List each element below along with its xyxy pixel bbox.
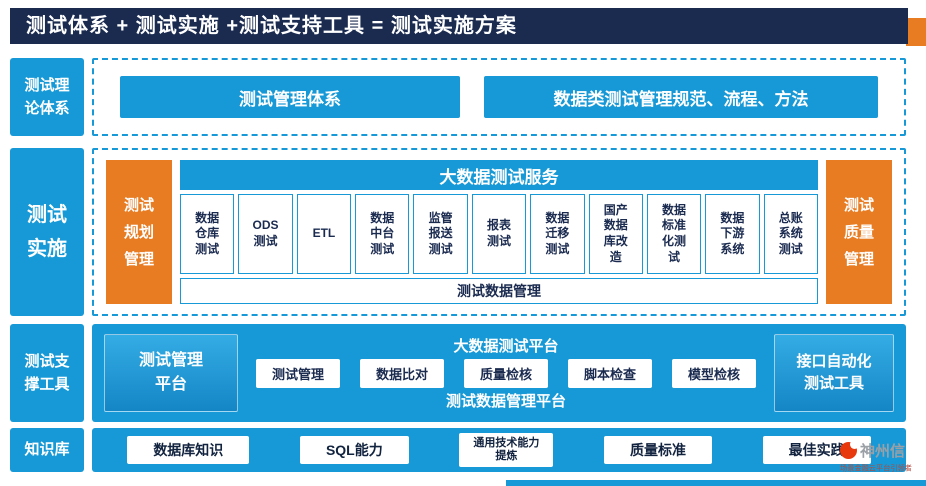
api-automation-tools-box: 接口自动化 测试工具 [774,334,894,412]
service-cell: 国产 数据 库改 造 [588,194,643,274]
test-management-platform-box: 测试管理 平台 [104,334,238,412]
service-cells: 数据 仓库 测试 ODS 测试 ETL 数据 中台 测试 监管 报送 测试 报表… [180,194,818,274]
big-data-test-services: 大数据测试服务 数据 仓库 测试 ODS 测试 ETL 数据 中台 测试 监管 … [180,160,818,304]
service-cell: 数据 迁移 测试 [530,194,585,274]
sidebar-label-theory: 测试理 论体系 [10,58,84,136]
banner-title: 测试体系 + 测试实施 +测试支持工具 = 测试实施方案 [10,8,908,44]
service-cell: ODS 测试 [238,194,293,274]
knowledge-item: 质量标准 [604,435,713,465]
sidebar-label-implementation: 测试 实施 [10,148,84,316]
vendor-slogan: 场景金融云平台引领者 [840,464,912,473]
service-cell: 监管 报送 测试 [413,194,468,274]
test-data-management-platform-header: 测试数据管理平台 [445,393,566,410]
platform-section: 测试管理 平台 大数据测试平台 测试管理 数据比对 质量检核 脚本检查 模型检核… [92,324,906,422]
vendor-logo: 神州信 场景金融云平台引领者 [840,440,926,474]
test-management-system-box: 测试管理体系 [120,76,460,118]
vendor-logo-text: 神州信 [860,443,906,460]
knowledge-item: 数据库知识 [127,435,250,465]
platform-tool: 质量检核 [463,358,548,388]
service-cell: 总账 系统 测试 [763,194,818,274]
platform-tools: 测试管理 数据比对 质量检核 脚本检查 模型检核 [252,358,760,388]
sidebar-label-knowledge-base: 知识库 [10,428,84,472]
platform-tool: 模型检核 [671,358,756,388]
platform-tool: 测试管理 [256,358,341,388]
big-data-test-platform-header: 大数据测试平台 [453,338,559,355]
service-cell: 数据 下游 系统 [705,194,760,274]
theory-section: 测试管理体系 数据类测试管理规范、流程、方法 [92,58,906,136]
data-test-standards-box: 数据类测试管理规范、流程、方法 [484,76,878,118]
test-data-management-bar: 测试数据管理 [180,278,818,304]
implementation-section: 测试 规划 管理 大数据测试服务 数据 仓库 测试 ODS 测试 ETL 数据 … [92,148,906,316]
service-cell: 数据 标准 化测 试 [646,194,702,274]
test-planning-management-box: 测试 规划 管理 [106,160,172,304]
bottom-accent-strip [506,480,926,486]
vendor-logo-icon [840,440,859,459]
big-data-test-services-header: 大数据测试服务 [180,160,818,190]
service-cell: ETL [296,194,352,274]
big-data-test-platform: 大数据测试平台 测试管理 数据比对 质量检核 脚本检查 模型检核 测试数据管理平… [252,334,760,412]
platform-tool: 脚本检查 [567,358,652,388]
service-cell: 数据 中台 测试 [355,194,410,274]
service-cell: 数据 仓库 测试 [180,194,235,274]
platform-tool: 数据比对 [359,358,444,388]
corner-accent [906,18,926,46]
test-quality-management-box: 测试 质量 管理 [826,160,892,304]
service-cell: 报表 测试 [471,194,527,274]
knowledge-item: 通用技术能力 提炼 [459,432,554,468]
knowledge-base-section: 数据库知识 SQL能力 通用技术能力 提炼 质量标准 最佳实践 [92,428,906,472]
sidebar-label-support-tools: 测试支 撑工具 [10,324,84,422]
knowledge-item: SQL能力 [299,435,409,465]
